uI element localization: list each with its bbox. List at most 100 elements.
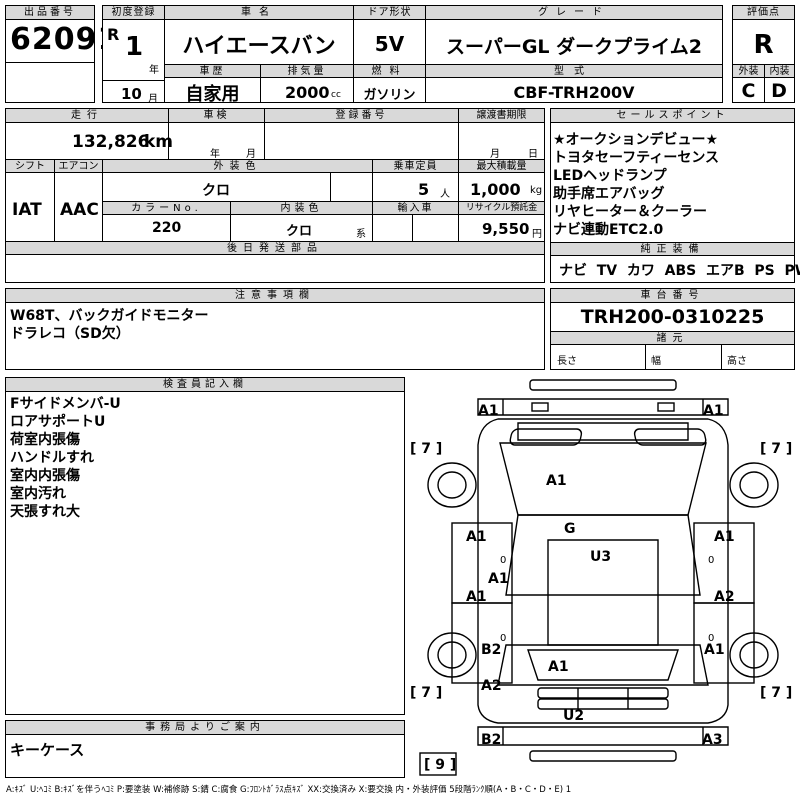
notes-list: W68T、バックガイドモニター ドラレコ（SD欠） — [10, 307, 208, 343]
damage-mark: A1 — [546, 473, 567, 489]
first-registration-box: 初度登録 R 1 年 10 月 — [102, 5, 165, 105]
zero-mark: 0 — [500, 633, 506, 644]
inspector-line: 室内汚れ — [10, 486, 66, 502]
displacement-unit: cc — [331, 90, 341, 100]
sales-point-item: リヤヒーター＆クーラー — [553, 204, 707, 220]
ac-label: エアコン — [54, 159, 102, 173]
damage-mark: U3 — [590, 549, 611, 565]
inspector-label: 検査員記入欄 — [6, 378, 404, 392]
max-load-unit: kg — [530, 185, 543, 196]
zero-mark: 0 — [708, 555, 714, 566]
lot-number-value: 62091 — [10, 22, 120, 57]
color-no-value: 220 — [152, 220, 182, 236]
damage-mark: A2 — [481, 678, 502, 694]
sales-point-item: LEDヘッドランプ — [553, 168, 667, 184]
car-name-box: 車名 ハイエースバン 車歴 排気量 自家用 2000 cc — [164, 5, 354, 105]
note-line: ドラレコ（SD欠） — [10, 326, 130, 342]
office-box: 事務局よりご案内 キーケース — [5, 720, 405, 778]
damage-mark: B2 — [481, 732, 501, 748]
capacity-value: 5 — [418, 180, 430, 199]
capacity-unit: 人 — [440, 189, 450, 200]
fuel-label: 燃料 — [354, 64, 425, 78]
sales-point-item: ★オークションデビュー★ — [553, 132, 719, 148]
lot-number-lower — [5, 62, 95, 103]
damage-mark: A1 — [548, 659, 569, 675]
tire-depth-mark: [ 7 ] — [760, 685, 792, 701]
inspector-line: Fサイドメンバ-U — [10, 396, 121, 412]
max-load-value: 1,000 — [470, 180, 521, 199]
equipment-item: カワ — [626, 263, 655, 279]
notes-label: 注意事項欄 — [6, 289, 544, 303]
damage-mark: A2 — [714, 589, 735, 605]
chassis-value: TRH200-0310225 — [580, 306, 765, 328]
damage-mark: A1 — [714, 529, 735, 545]
later-parts-label: 後日発送部品 — [6, 241, 544, 255]
displacement-value: 2000 — [285, 83, 330, 102]
year-value: 1 — [125, 32, 144, 62]
equipment-item: ABS — [664, 263, 697, 279]
sales-point-item: ナビ連動ETC2.0 — [553, 222, 664, 238]
recycle-unit: 円 — [532, 229, 542, 240]
inspector-line: 荷室内張傷 — [10, 432, 80, 448]
notes-box: 注意事項欄 W68T、バックガイドモニター ドラレコ（SD欠） — [5, 288, 545, 370]
office-value: キーケース — [10, 741, 85, 759]
capacity-label: 乗車定員 — [372, 159, 458, 173]
int-color-unit: 系 — [356, 229, 366, 240]
damage-mark: A3 — [702, 732, 723, 748]
inspection-month-unit: 月 — [246, 149, 256, 160]
shift-value: IAT — [12, 200, 42, 220]
int-rating-label: 内装 — [764, 64, 794, 78]
chassis-label: 車台番号 — [551, 289, 794, 303]
door-box: ドア形状 5V 燃料 ガソリン — [353, 5, 426, 103]
grade-box: グレード スーパーGL ダークプライム2 型式 CBF-TRH200V — [425, 5, 723, 103]
office-label: 事務局よりご案内 — [6, 721, 404, 735]
door-label: ドア形状 — [354, 6, 425, 20]
inspector-line: ハンドルすれ — [10, 450, 94, 466]
inspector-box: 検査員記入欄 Fサイドメンバ-U ロアサポートU 荷室内張傷 ハンドルすれ 室内… — [5, 377, 405, 715]
color-no-label: カラーNo. — [102, 201, 230, 215]
sales-point-item: トヨタセーフティーセンス — [553, 150, 720, 166]
mileage-value: 132,826 — [72, 132, 150, 152]
damage-mark: A1 — [704, 642, 725, 658]
inspection-year-unit: 年 — [210, 149, 220, 160]
import-label: 輸入車 — [372, 201, 458, 215]
model-label: 型式 — [426, 64, 722, 78]
mileage-label: 走行 — [6, 109, 168, 123]
inspection-label: 車検 — [168, 109, 264, 123]
door-value: 5V — [374, 32, 405, 56]
equipment-item: エアB — [705, 263, 745, 279]
sales-points-list: ★オークションデビュー★ トヨタセーフティーセンス LEDヘッドランプ 助手席エ… — [553, 131, 719, 239]
ac-value: AAC — [60, 200, 99, 220]
mileage-unit: km — [144, 132, 174, 152]
damage-mark: U2 — [563, 708, 584, 724]
specs-label: 諸元 — [551, 331, 794, 345]
equipment-list: ナビ TV カワ ABS エアB PS PW — [559, 260, 800, 280]
chassis-box: 車台番号 TRH200-0310225 諸元 長さ 幅 高さ — [550, 288, 795, 370]
int-color-value: クロ — [286, 224, 313, 239]
recycle-value: 9,550 — [482, 220, 530, 238]
equipment-item: TV — [596, 263, 618, 279]
damage-mark: A1 — [478, 403, 499, 419]
transfer-day-unit: 日 — [528, 149, 538, 160]
history-label: 車歴 — [165, 64, 260, 78]
first-registration-label: 初度登録 — [103, 6, 164, 20]
spec-height-label: 高さ — [727, 356, 747, 367]
equipment-item: ナビ — [559, 263, 587, 279]
grade-label: グレード — [426, 6, 722, 20]
inspector-line: ロアサポートU — [10, 414, 106, 430]
era-value: R — [107, 25, 120, 44]
history-value: 自家用 — [185, 84, 240, 105]
inspector-line: 天張すれ大 — [10, 504, 80, 520]
inspector-line: 室内内張傷 — [10, 468, 80, 484]
tire-depth-mark: [ 7 ] — [410, 441, 442, 457]
transfer-deadline-label: 譲渡書期限 — [458, 109, 544, 123]
fuel-value: ガソリン — [363, 88, 416, 103]
tire-depth-mark: [ 7 ] — [410, 685, 442, 701]
equipment-item: PS — [754, 263, 775, 279]
damage-mark: B2 — [481, 642, 501, 658]
lot-number-box: 出品番号 62091 — [5, 5, 118, 63]
damage-mark: A1 — [488, 571, 509, 587]
max-load-label: 最大積載量 — [458, 159, 544, 173]
month-unit: 月 — [148, 94, 158, 105]
year-unit: 年 — [149, 65, 159, 76]
